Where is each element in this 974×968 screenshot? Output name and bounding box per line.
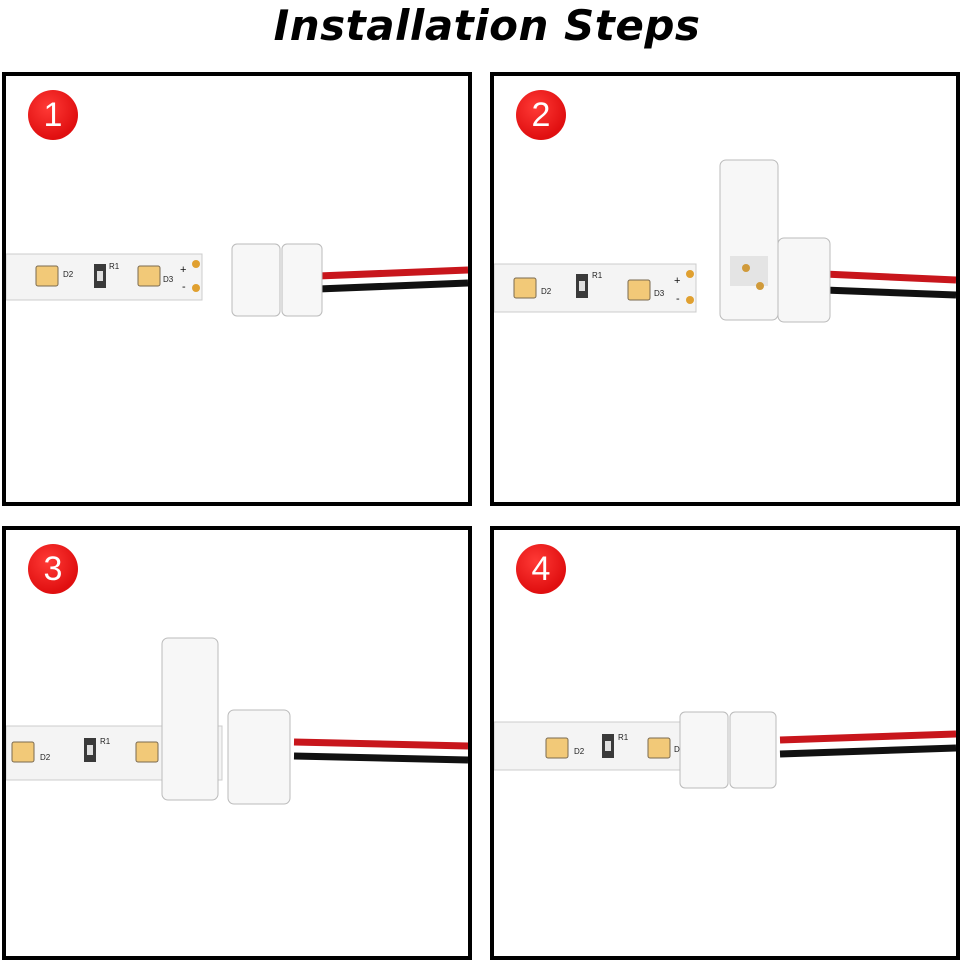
step-1-illustration: D2 R1 D3 + - [6, 243, 468, 317]
strip-label-d2: D2 [541, 287, 552, 296]
step-number-badge: 1 [28, 90, 78, 140]
strip-label-d3: D3 [163, 275, 174, 284]
strip-label-d2: D2 [63, 270, 74, 279]
wire-pair [779, 730, 956, 758]
strip-label-r1: R1 [100, 737, 111, 746]
step-panel-3: 3 D2 R1 D3 + - [2, 526, 472, 960]
step-panel-1: 1 D2 R1 D3 + - [2, 72, 472, 506]
wire-pair [317, 266, 468, 293]
strip-label-r1: R1 [618, 733, 629, 742]
led-strip: D2 R1 D3 + - [6, 253, 203, 301]
step-panel-2: 2 D2 R1 D3 + - [490, 72, 960, 506]
strip-label-d3: D3 [674, 745, 685, 754]
step-3-illustration: D2 R1 D3 + - [6, 637, 468, 805]
step-number-badge: 4 [516, 544, 566, 594]
step-4-illustration: D2 R1 D3 [494, 711, 956, 789]
step-panel-4: 4 D2 R1 D3 [490, 526, 960, 960]
connector-clip [161, 637, 291, 805]
connector-clip [679, 711, 777, 789]
led-strip: D2 R1 D3 + - [494, 263, 697, 313]
page-title: Installation Steps [273, 1, 701, 50]
strip-label-d2: D2 [574, 747, 585, 756]
step-2-illustration: D2 R1 D3 + - [494, 159, 956, 323]
polarity-minus: - [182, 281, 186, 293]
led-strip: D2 R1 D3 [494, 721, 691, 771]
strip-label-r1: R1 [109, 262, 120, 271]
connector-clip [719, 159, 831, 323]
wire-pair [823, 270, 956, 299]
strip-label-r1: R1 [592, 271, 603, 280]
strip-label-d3: D3 [654, 289, 665, 298]
strip-label-d2: D2 [40, 753, 51, 762]
polarity-plus: + [180, 264, 186, 276]
step-number-badge: 2 [516, 90, 566, 140]
connector-clip [231, 243, 323, 317]
wire-pair [293, 738, 468, 764]
polarity-plus: + [674, 275, 680, 287]
step-number-badge: 3 [28, 544, 78, 594]
polarity-minus: - [676, 293, 680, 305]
